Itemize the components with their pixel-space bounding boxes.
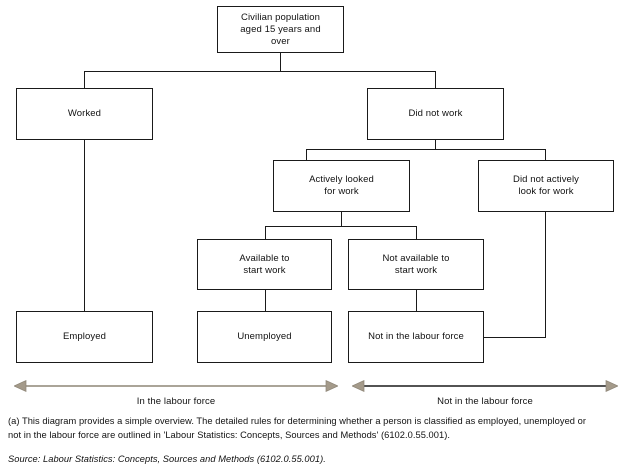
connector-to-available	[265, 226, 266, 240]
node-label: Civilian population aged 15 years and ov…	[240, 11, 321, 47]
connector-bus-1	[84, 71, 436, 72]
connector-to-not-available	[416, 226, 417, 240]
node-civilian-population[interactable]: Civilian population aged 15 years and ov…	[217, 6, 344, 53]
connector-root-down	[280, 53, 281, 71]
node-label: Actively looked for work	[309, 174, 374, 197]
connector-bus-2	[306, 149, 546, 150]
bracket-in-the-labour-force	[14, 379, 338, 393]
node-label: Worked	[67, 108, 102, 119]
node-label: Did not actively look for work	[512, 174, 580, 197]
node-unemployed[interactable]: Unemployed	[197, 311, 332, 363]
node-worked[interactable]: Worked	[16, 88, 153, 140]
node-label: Not in the labour force	[368, 331, 464, 342]
bracket-not-in-the-labour-force	[352, 379, 618, 393]
connector-worked-to-employed	[84, 140, 85, 312]
node-label: Employed	[62, 331, 107, 342]
bracket-label-not-in-the-labour-force: Not in the labour force	[437, 396, 533, 407]
node-label: Did not work	[408, 108, 463, 119]
bracket-label-in-the-labour-force: In the labour force	[136, 396, 216, 407]
node-not-available-to-start-work[interactable]: Not available to start work	[348, 239, 484, 290]
connector-did-not-work-down	[435, 140, 436, 150]
connector-to-did-not-actively-look	[545, 149, 546, 161]
node-did-not-work[interactable]: Did not work	[367, 88, 504, 140]
node-employed[interactable]: Employed	[16, 311, 153, 363]
connector-actively-looked-down	[341, 212, 342, 227]
double-arrow-icon	[14, 379, 338, 393]
footnote-line-1: (a) This diagram provides a simple overv…	[8, 416, 587, 426]
node-label: Unemployed	[237, 331, 292, 342]
source-note: Source: Labour Statistics: Concepts, Sou…	[8, 454, 326, 464]
node-label: Not available to start work	[382, 252, 450, 276]
node-did-not-actively-look-for-work[interactable]: Did not actively look for work	[478, 160, 614, 212]
node-not-in-the-labour-force[interactable]: Not in the labour force	[348, 311, 484, 363]
connector-available-to-unemployed	[265, 290, 266, 312]
connector-bus-3	[265, 226, 417, 227]
footnote-line-2: not in the labour force are outlined in …	[8, 430, 450, 440]
connector-to-did-not-work	[435, 71, 436, 89]
node-label: Available to start work	[239, 252, 290, 276]
connector-did-not-actively-look-down	[545, 212, 546, 338]
node-actively-looked-for-work[interactable]: Actively looked for work	[273, 160, 410, 212]
connector-not-available-to-nilf	[416, 290, 417, 312]
connector-to-worked	[84, 71, 85, 89]
connector-did-not-actively-look-left	[484, 337, 546, 338]
connector-to-actively-looked	[306, 149, 307, 161]
double-arrow-icon	[352, 379, 618, 393]
node-available-to-start-work[interactable]: Available to start work	[197, 239, 332, 290]
